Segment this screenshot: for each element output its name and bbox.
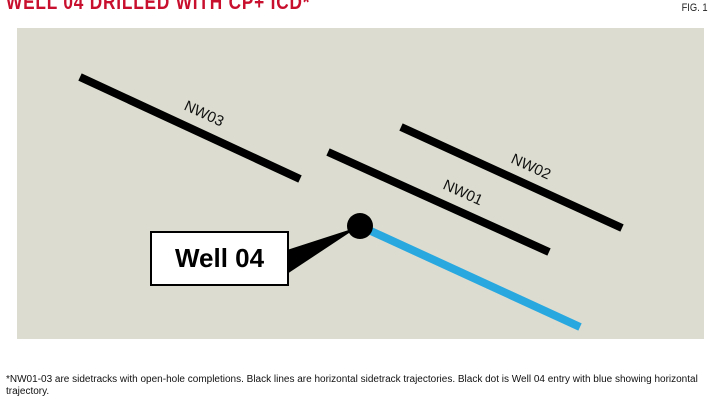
sidetrack-nw01-line [326, 148, 551, 256]
footnote: *NW01-03 are sidetracks with open-hole c… [6, 374, 698, 397]
well-04-entry-dot [347, 213, 373, 239]
well-04-callout: Well 04 [150, 231, 289, 286]
sidetrack-nw02-line [399, 123, 624, 232]
figure-title: WELL 04 DRILLED WITH CP+ ICD* [6, 0, 311, 14]
well-diagram: NW03 NW02 NW01 [78, 73, 624, 331]
figure-number: FIG. 1 [682, 2, 708, 14]
well-04-label: Well 04 [174, 243, 265, 273]
well-diagram-panel: NW03 NW02 NW01 [17, 28, 704, 339]
sidetrack-nw03-line [78, 73, 302, 183]
well-04-trajectory [358, 222, 582, 331]
callout-pointer [287, 227, 358, 274]
